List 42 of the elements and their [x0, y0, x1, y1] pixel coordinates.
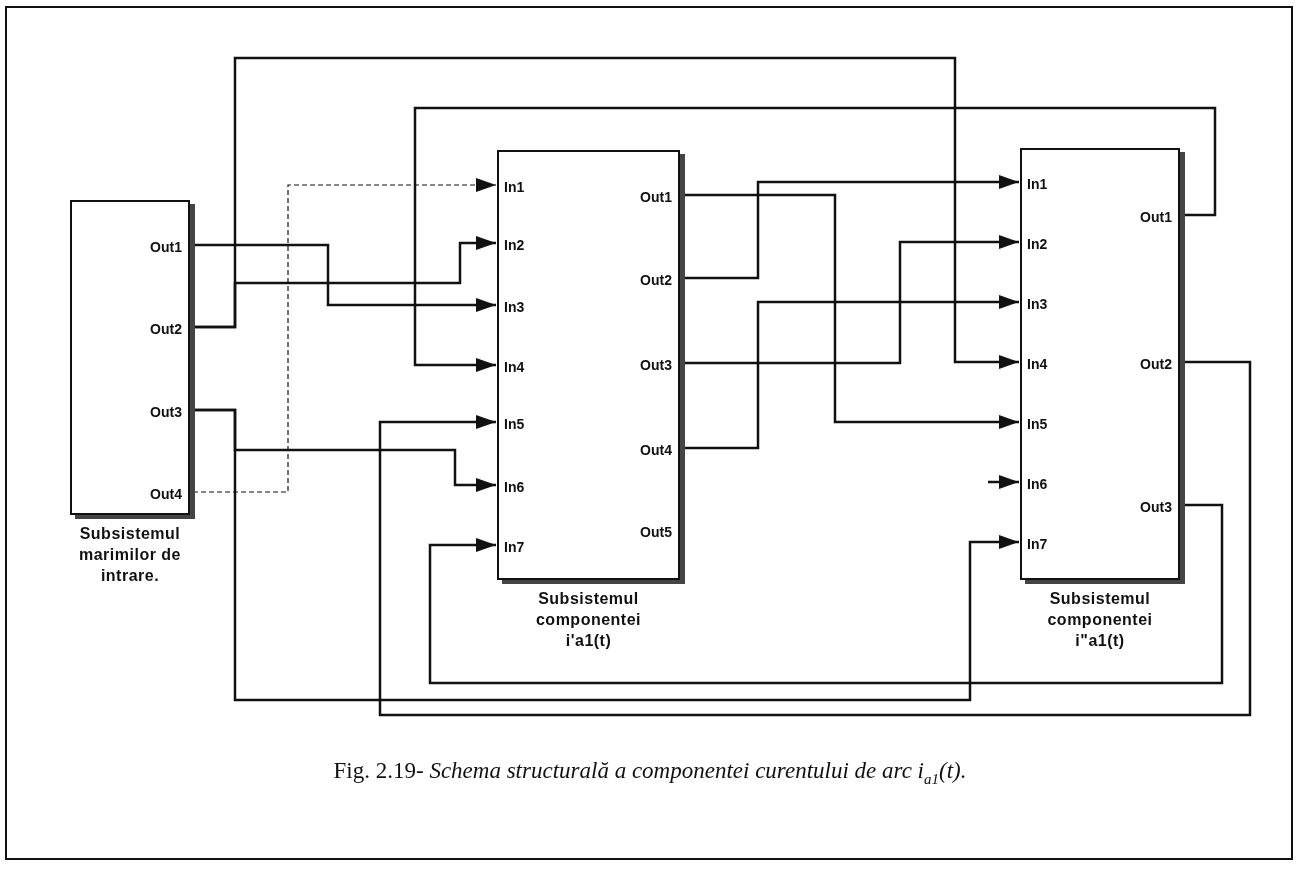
input-port-label: In1	[499, 179, 525, 195]
output-port-label: Out4	[640, 442, 678, 458]
output-port-label: Out1	[1140, 209, 1178, 225]
input-port-label: In1	[1022, 176, 1048, 192]
input-port-label: In7	[499, 539, 525, 555]
output-port-label: Out3	[1140, 499, 1178, 515]
output-port-label: Out5	[640, 524, 678, 540]
signal-line	[988, 475, 1019, 489]
input-port-label: In3	[1022, 296, 1048, 312]
signal-line	[378, 360, 1252, 717]
signal-line	[193, 56, 1019, 369]
input-port-label: In6	[499, 479, 525, 495]
input-port-label: In5	[1022, 416, 1048, 432]
signal-line	[683, 193, 1019, 429]
signal-line	[193, 243, 496, 312]
input-port-label: In4	[499, 359, 525, 375]
output-port-label: Out3	[150, 404, 188, 420]
signal-line	[413, 106, 1217, 372]
output-port-label: Out2	[1140, 356, 1178, 372]
input-port-label: In3	[499, 299, 525, 315]
signal-line	[683, 295, 1019, 450]
input-port-label: In6	[1022, 476, 1048, 492]
output-port-label: Out3	[640, 357, 678, 373]
input-port-label: In2	[499, 237, 525, 253]
block-caption: Subsistemul componentei i"a1(t)	[1046, 589, 1154, 651]
input-port-label: In4	[1022, 356, 1048, 372]
input-port-label: In7	[1022, 536, 1048, 552]
figure-caption: Fig. 2.19- Schema structurală a componentei curentului de arc i$_{a1}$(t).	[332, 758, 968, 788]
output-port-label: Out4	[150, 486, 188, 502]
output-port-label: Out2	[150, 321, 188, 337]
output-port-label: Out2	[640, 272, 678, 288]
block-caption: Subsistemul marimilor de intrare.	[78, 524, 182, 586]
output-port-label: Out1	[640, 189, 678, 205]
signal-line	[193, 408, 1019, 702]
signal-line	[683, 235, 1019, 365]
signal-line	[683, 175, 1019, 280]
output-port-label: Out1	[150, 239, 188, 255]
input-port-label: In5	[499, 416, 525, 432]
input-port-label: In2	[1022, 236, 1048, 252]
signal-line	[428, 503, 1224, 685]
signal-line	[192, 178, 497, 493]
block-caption: Subsistemul componentei i'a1(t)	[534, 589, 643, 651]
